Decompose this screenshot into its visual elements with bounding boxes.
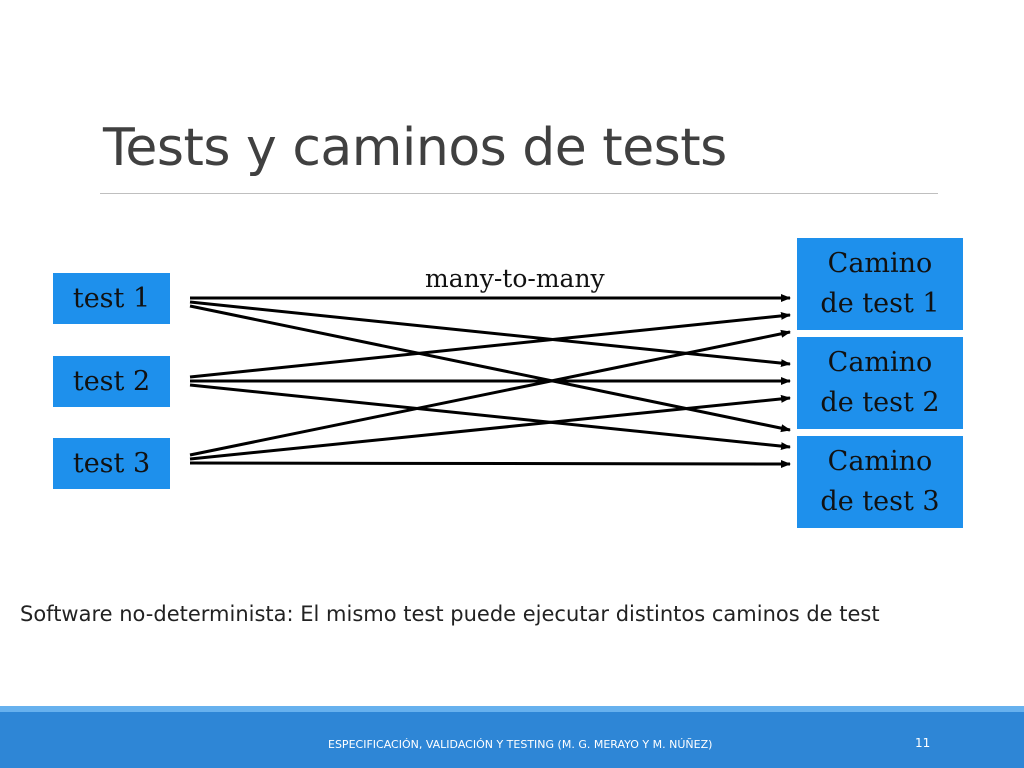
test-2-box: test 2	[53, 356, 170, 407]
nondeterminism-note: Software no-determinista: El mismo test …	[20, 602, 880, 626]
arrow-test3-to-camino3	[189, 459, 791, 468]
camino-test-1-line2: de test 1	[820, 288, 940, 319]
camino-test-3-line1: Camino	[827, 446, 933, 477]
title-divider	[100, 193, 938, 194]
footer-text: ESPECIFICACIÓN, VALIDACIÓN Y TESTING (M.…	[328, 738, 713, 751]
camino-test-1-line1: Camino	[827, 248, 933, 279]
arrow-test2-to-camino3	[189, 383, 791, 451]
camino-test-1-box: Camino de test 1	[797, 238, 963, 330]
many-to-many-label: many-to-many	[425, 264, 605, 293]
footer-band	[0, 706, 1024, 768]
camino-test-2-line2: de test 2	[820, 387, 940, 418]
arrow-test3-to-camino2	[189, 394, 791, 461]
camino-test-3-line2: de test 3	[820, 486, 940, 517]
camino-test-2-box: Camino de test 2	[797, 337, 963, 429]
arrow-test1-to-camino2	[189, 300, 791, 368]
slide-title: Tests y caminos de tests	[103, 118, 727, 178]
test-1-box: test 1	[53, 273, 170, 324]
test-3-box: test 3	[53, 438, 170, 489]
page-number: 11	[915, 736, 931, 750]
arrow-test2-to-camino1	[189, 311, 791, 379]
camino-test-3-box: Camino de test 3	[797, 436, 963, 528]
footer-stripe	[0, 706, 1024, 712]
arrow-test3-to-camino1	[189, 329, 791, 457]
camino-test-2-line1: Camino	[827, 347, 933, 378]
